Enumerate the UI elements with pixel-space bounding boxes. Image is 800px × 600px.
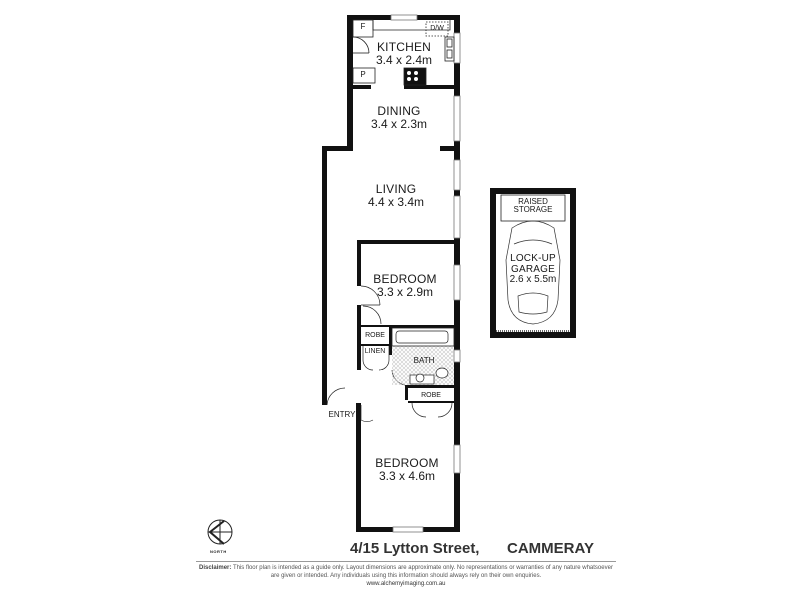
room-dimensions: 4.4 x 3.4m — [367, 194, 425, 209]
website-link[interactable]: www.alchemyimaging.com.au — [366, 581, 446, 587]
room-name-line1: LOCK-UP — [510, 253, 556, 264]
raised-storage-label: RAISED STORAGE — [513, 197, 553, 215]
room-bedroom-2: BEDROOM 3.3 x 4.6m — [375, 457, 438, 482]
robe-upper-label: ROBE — [365, 332, 385, 339]
room-name: DINING — [377, 104, 421, 118]
interior-walls — [353, 85, 454, 403]
room-dining: DINING 3.4 x 2.3m — [371, 105, 427, 130]
robe-lower-label: ROBE — [421, 392, 441, 399]
pantry-label: P — [360, 70, 366, 79]
room-kitchen: KITCHEN 3.4 x 2.4m — [376, 41, 432, 66]
raised-storage-line1: RAISED — [518, 197, 548, 206]
compass-icon — [207, 519, 233, 545]
windows — [390, 14, 461, 533]
room-dimensions: 3.4 x 2.4m — [375, 52, 433, 67]
disclaimer-line-2: are given or intended. Any individuals u… — [270, 573, 542, 579]
bathroom — [391, 327, 455, 385]
disclaimer-line-1: Disclaimer: This floor plan is intended … — [196, 565, 616, 571]
compass-north-label: NORTH — [210, 549, 227, 554]
room-name: BEDROOM — [375, 456, 439, 470]
room-garage: LOCK-UP GARAGE 2.6 x 5.5m — [509, 253, 557, 286]
raised-storage-line2: STORAGE — [513, 205, 553, 215]
room-name-line2: GARAGE — [510, 263, 555, 275]
room-bedroom-1: BEDROOM 3.3 x 2.9m — [373, 273, 436, 298]
dishwasher-label: D/W — [430, 25, 444, 32]
entry-label: ENTRY — [328, 410, 356, 419]
linen-label: LINEN — [364, 348, 386, 355]
room-dimensions: 3.4 x 2.3m — [370, 116, 428, 131]
room-dimensions: 3.3 x 4.6m — [378, 468, 436, 483]
garage-drawing — [490, 188, 576, 338]
footer-divider — [196, 561, 616, 562]
disclaimer-text-1: This floor plan is intended as a guide o… — [232, 565, 613, 571]
room-name: BEDROOM — [373, 272, 437, 286]
room-living: LIVING 4.4 x 3.4m — [368, 183, 424, 208]
property-suburb: CAMMERAY — [507, 540, 594, 557]
disclaimer-label: Disclaimer: — [199, 565, 232, 571]
fridge-label: F — [360, 22, 366, 31]
room-name: LIVING — [375, 182, 417, 196]
room-dimensions: 3.3 x 2.9m — [376, 284, 434, 299]
room-dimensions: 2.6 x 5.5m — [509, 274, 557, 285]
room-name: KITCHEN — [376, 40, 432, 54]
kitchen-fixtures — [352, 19, 455, 86]
property-address: 4/15 Lytton Street, — [350, 540, 480, 557]
bath-label: BATH — [413, 356, 435, 365]
